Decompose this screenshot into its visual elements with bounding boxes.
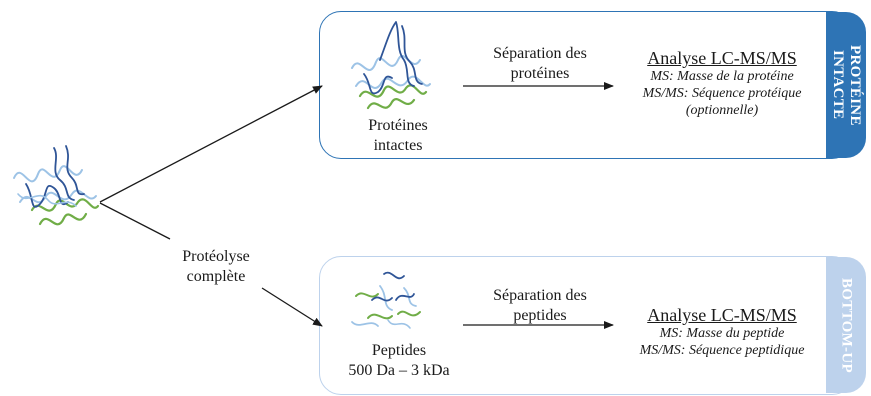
intact-protein-tab: PROTÉINE INTACTE xyxy=(826,12,866,158)
intact-source-line-2: intactes xyxy=(373,137,423,154)
bottom-source-label: Peptides 500 Da – 3 kDa xyxy=(334,341,464,381)
intact-analysis-title: Analyse LC-MS/MS xyxy=(647,48,797,68)
bottom-step-label: Séparation des peptides xyxy=(470,286,610,326)
intact-analysis-line-1: MS: Masse de la protéine xyxy=(650,69,794,84)
intact-analysis-line-2: MS/MS: Séquence protéique xyxy=(642,86,802,101)
intact-protein-tab-label: PROTÉINE INTACTE xyxy=(830,44,863,126)
branch-label-line-2: complète xyxy=(186,268,246,285)
bottom-analysis-line-1: MS: Masse du peptide xyxy=(659,326,785,341)
arrow-to-bottom-up xyxy=(99,202,171,240)
arrow-to-bottom-up-tail xyxy=(261,287,323,327)
intact-step-line-2: protéines xyxy=(510,65,570,82)
bottom-up-tab: BOTTOM-UP xyxy=(826,257,866,393)
intact-analysis: Analyse LC-MS/MS MS: Masse de la protéin… xyxy=(622,48,822,119)
bottom-step-line-2: peptides xyxy=(513,307,567,324)
bottom-step-line-1: Séparation des xyxy=(493,287,587,304)
arrow-to-intact xyxy=(99,85,323,203)
intact-source-label: Protéines intactes xyxy=(352,116,444,156)
branch-label: Protéolyse complète xyxy=(166,247,266,287)
intact-step-line-1: Séparation des xyxy=(493,45,587,62)
bottom-up-tab-label: BOTTOM-UP xyxy=(838,277,855,373)
bottom-source-line-1: Peptides xyxy=(371,342,427,359)
branch-label-line-1: Protéolyse xyxy=(182,248,250,265)
bottom-analysis-title: Analyse LC-MS/MS xyxy=(647,305,797,325)
protein-tangle-icon xyxy=(351,21,431,110)
bottom-source-line-2: 500 Da – 3 kDa xyxy=(348,362,450,379)
bottom-analysis-line-2: MS/MS: Séquence peptidique xyxy=(639,343,805,358)
protein-tangle-icon xyxy=(13,145,100,226)
peptide-fragments-icon xyxy=(351,271,421,329)
bottom-analysis: Analyse LC-MS/MS MS: Masse du peptide MS… xyxy=(622,305,822,359)
intact-source-line-1: Protéines xyxy=(368,117,428,134)
intact-analysis-line-3: (optionnelle) xyxy=(685,103,759,118)
intact-step-label: Séparation des protéines xyxy=(470,44,610,84)
